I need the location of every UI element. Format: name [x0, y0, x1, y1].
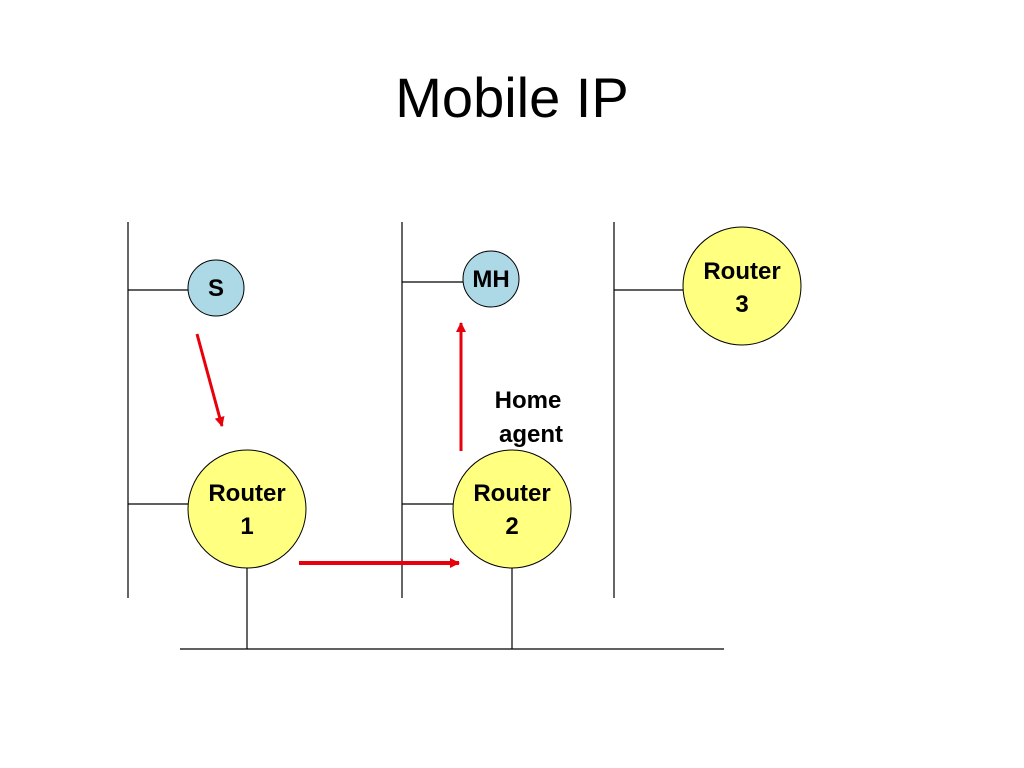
router-2-circle [452, 449, 572, 569]
router-2-label-line2: 2 [505, 513, 518, 540]
router-2: Router 2 [452, 449, 572, 569]
router-1: Router 1 [187, 449, 307, 569]
router-1-label-line1: Router [208, 480, 285, 507]
host-s-circle [187, 259, 245, 317]
mobile-host-circle [462, 250, 520, 308]
router-3-label-line1: Router [703, 258, 780, 285]
mobile-host-label: MH [472, 266, 509, 293]
router-1-label-line2: 1 [240, 513, 253, 540]
router-3-label-line2: 3 [735, 291, 748, 318]
home-agent-label-line2: agent [499, 421, 563, 448]
router-1-circle [187, 449, 307, 569]
router-2-label-line1: Router [473, 480, 550, 507]
router-3-circle [682, 226, 802, 346]
mobile-host: MH [462, 250, 520, 308]
router-3: Router 3 [682, 226, 802, 346]
page-title: Mobile IP [395, 66, 629, 129]
arrow-s-to-router1 [195, 333, 225, 427]
host-s: S [187, 259, 245, 317]
host-s-label: S [208, 275, 224, 302]
home-agent-label-line1: Home [495, 387, 562, 414]
